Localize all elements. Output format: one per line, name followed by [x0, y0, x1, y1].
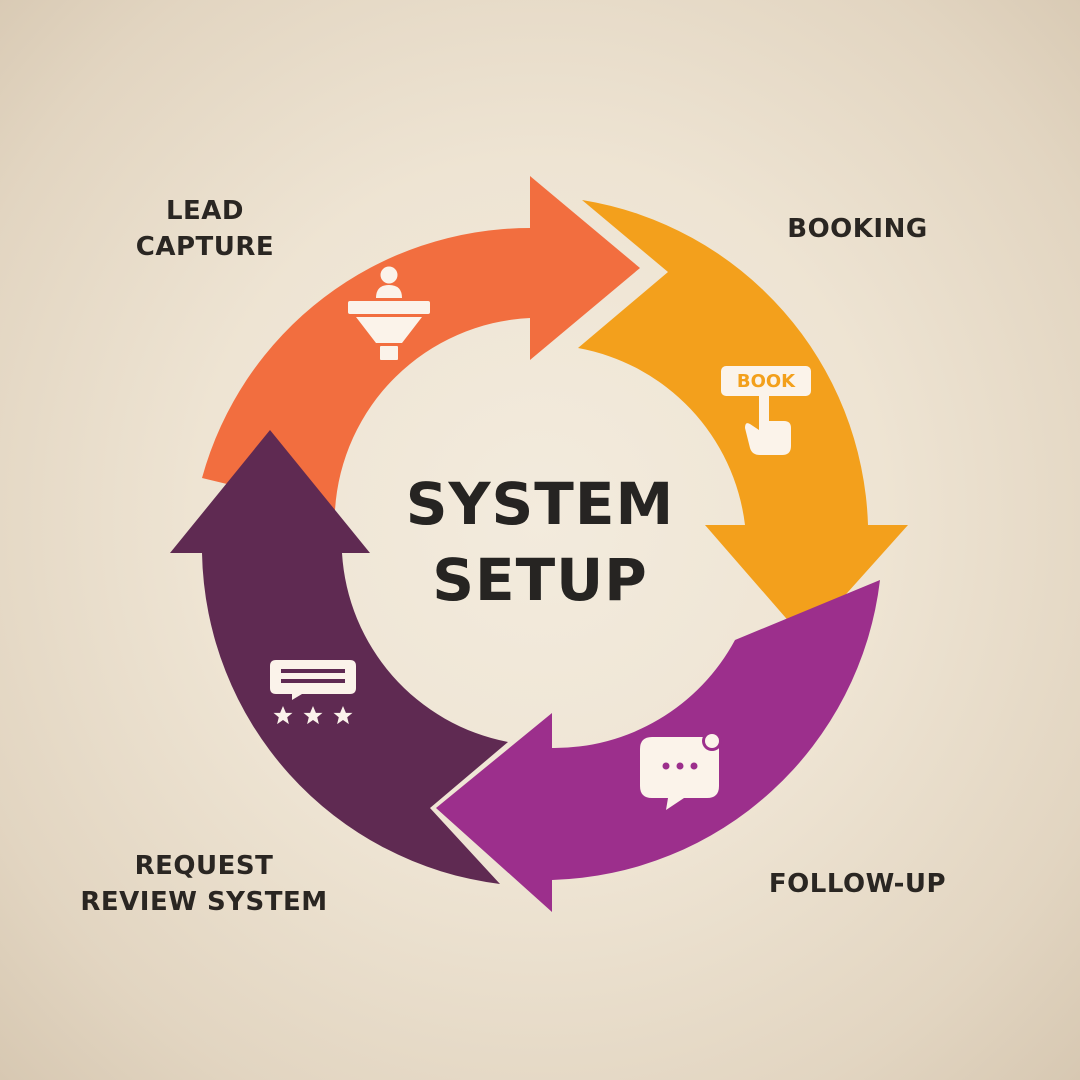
book-button-text: BOOK	[737, 371, 796, 392]
step-label-line: REVIEW SYSTEM	[80, 887, 328, 917]
step-label-lead-capture: LEAD CAPTURE	[120, 193, 290, 265]
segment-lead-capture	[202, 176, 640, 510]
review-stars-icon	[270, 660, 356, 725]
step-label-line: LEAD	[165, 196, 245, 226]
step-label-booking: BOOKING	[770, 211, 945, 247]
center-title: SYSTEM SETUP	[390, 466, 690, 618]
step-label-line: CAPTURE	[135, 232, 275, 262]
segment-booking	[578, 200, 908, 640]
chat-bubble-icon	[640, 731, 722, 810]
segment-request-review	[170, 430, 508, 884]
step-label-follow-up: FOLLOW-UP	[750, 866, 965, 902]
center-title-line-1: SYSTEM	[405, 470, 675, 538]
book-button-icon: BOOK	[721, 366, 811, 455]
center-title-line-2: SETUP	[432, 546, 648, 614]
step-label-line: REQUEST	[134, 851, 274, 881]
step-label-request-review: REQUEST REVIEW SYSTEM	[70, 848, 338, 920]
step-label-line: BOOKING	[787, 214, 928, 244]
user-funnel-icon	[348, 266, 430, 360]
step-label-line: FOLLOW-UP	[768, 869, 947, 899]
